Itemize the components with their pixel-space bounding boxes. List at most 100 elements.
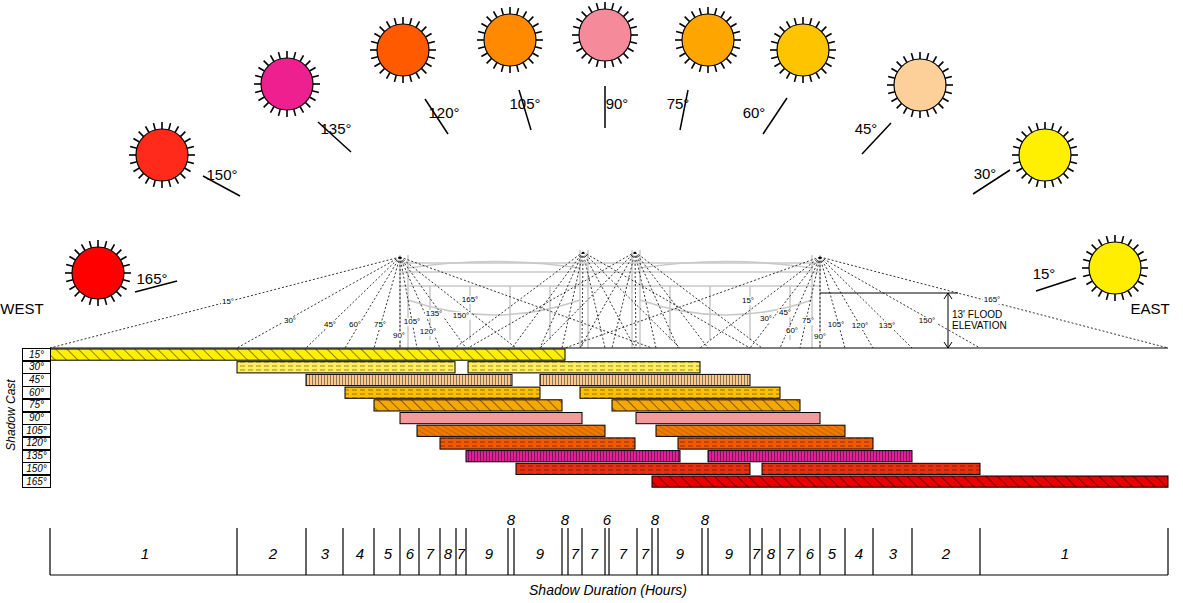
sun-ray (1022, 132, 1027, 137)
angle-label: 15° (1033, 266, 1056, 281)
sun-ray (139, 132, 144, 137)
duration-number: 9 (536, 546, 544, 561)
sun-ray (1070, 162, 1077, 164)
sun-ray-line (468, 252, 635, 348)
duration-number: 3 (321, 546, 329, 561)
sun-ray (888, 92, 895, 94)
sun-ray (116, 250, 121, 255)
sun-symbol (254, 51, 320, 117)
sun-ray (394, 75, 396, 82)
scale-tick (979, 528, 980, 575)
sun-ray (816, 21, 820, 27)
scale-tick (604, 528, 605, 575)
sun-ray (612, 3, 614, 10)
scale-tick (507, 528, 508, 575)
sun-ray (802, 76, 804, 83)
sun-ray (726, 17, 731, 22)
scale-tick (844, 528, 845, 575)
sun-ray (133, 139, 139, 143)
bar-hatch (540, 374, 750, 385)
duration-number: 7 (426, 546, 434, 561)
bar-outline (400, 413, 582, 424)
sun-ray (129, 154, 136, 156)
sun-ray (169, 180, 171, 187)
angle-label: 60° (743, 105, 766, 120)
sun-ray (1086, 252, 1092, 256)
sun-ray (731, 53, 737, 57)
sun-ray-line (583, 252, 680, 348)
row-label-cell: 165° (22, 475, 51, 488)
sun-ray (589, 6, 593, 12)
sun-ray (426, 34, 432, 38)
sun-ray (380, 68, 385, 73)
sun-ray (904, 56, 908, 62)
sun-ray (97, 240, 99, 247)
sun-ray (1070, 146, 1077, 148)
sun-ray (501, 65, 503, 72)
sun-ray (286, 51, 288, 58)
sun-disc (1019, 129, 1071, 181)
scale-tick (305, 528, 306, 575)
duration-number: 4 (855, 546, 863, 561)
bar-outline (762, 463, 980, 474)
sun-ray (133, 168, 139, 172)
ray-angle-label: 45° (778, 309, 792, 317)
row-label-cell: 30° (22, 361, 51, 374)
row-label-cell: 135° (22, 450, 51, 463)
shadow-bar (652, 476, 1168, 487)
duration-number: 6 (806, 546, 814, 561)
sun-ray (180, 173, 185, 178)
ray-angle-label: 105° (827, 321, 846, 329)
bar-hatch (374, 400, 562, 411)
sun-ray (938, 62, 943, 67)
sun-ray (826, 63, 832, 67)
sun-ray (774, 34, 780, 38)
sun-ray (421, 27, 426, 32)
sun-ray-line (820, 257, 1168, 348)
duration-number: 9 (725, 546, 733, 561)
sun-ray (572, 34, 579, 36)
sun-ray (416, 73, 420, 79)
sun-ray (933, 56, 937, 62)
sun-ray (582, 12, 587, 17)
sun-ray (685, 17, 690, 22)
sun-ray (416, 21, 420, 27)
sun-ray (828, 41, 835, 43)
sun-ray (721, 11, 725, 17)
sun-ray (715, 8, 717, 15)
sun-ray (733, 47, 740, 49)
row-label-cell: 90° (22, 412, 51, 425)
sun-ray (707, 7, 709, 14)
sun-symbol (1082, 235, 1148, 301)
sun-ray (628, 48, 634, 52)
sun-ray (89, 241, 91, 248)
row-label-cell: 75° (22, 399, 51, 412)
ray-angle-label: 30° (759, 315, 773, 323)
scale-tick (567, 528, 568, 575)
sun-ray (1106, 293, 1108, 300)
sun-disc (1089, 242, 1141, 294)
sun-symbol (370, 17, 436, 83)
bar-hatch (306, 374, 512, 385)
sun-ray (509, 7, 511, 14)
sun-ray-line (635, 252, 762, 348)
sun-ray (945, 76, 952, 78)
duration-number: 6 (603, 512, 611, 527)
sun-ray-line (582, 252, 583, 348)
sun-ray (816, 73, 820, 79)
sun-ray (426, 63, 432, 67)
duration-number: 1 (1061, 546, 1069, 561)
sun-ray (300, 55, 304, 61)
sun-ray (1114, 235, 1116, 242)
bar-hatch (440, 438, 635, 449)
sun-ray (116, 291, 121, 296)
ray-angle-label: 75° (373, 321, 387, 329)
scale-tick (236, 528, 237, 575)
sun-ray (175, 126, 179, 132)
sun-ray (82, 244, 86, 250)
sun-ray (501, 8, 503, 15)
sun-ray-line (583, 252, 635, 348)
sun-ray (1128, 291, 1132, 297)
sun-ray (66, 280, 73, 282)
sun-ray (75, 250, 80, 255)
